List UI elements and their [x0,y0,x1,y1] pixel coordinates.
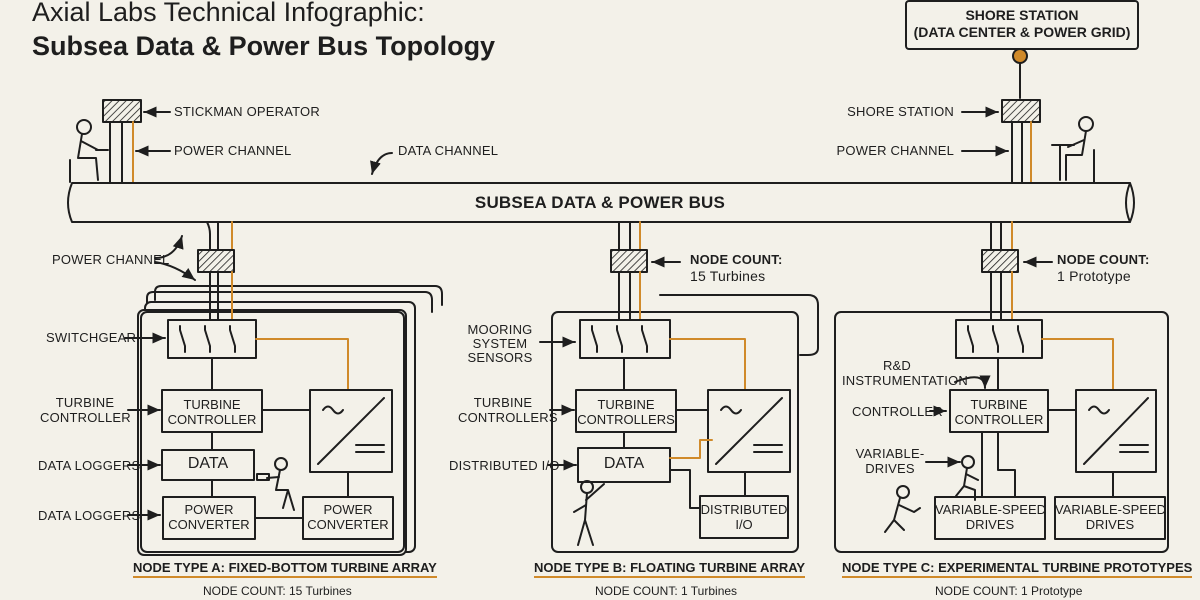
connector-icon [610,249,648,273]
stickman-operator-icon [69,119,109,183]
connector-icon [102,99,142,123]
label-power-channel-left: POWER CHANNEL [174,143,292,158]
node-b-label-mooring: MOORING [467,322,533,337]
node-c-box-controller: CONTROLLER [954,412,1044,427]
node-a-power-converter-1 [162,496,256,540]
node-b-box-dist-2: I/O [735,517,753,532]
node-a-box-controller: CONTROLLER [167,412,257,427]
node-b-count: NODE COUNT: 1 Turbines [595,584,738,598]
node-c-vsd-box-1 [934,496,1046,540]
worker-icon [573,480,605,546]
node-c-label-controller: CONTROLLER [852,404,943,419]
node-b-box-data: DATA [603,455,645,472]
node-c-caption: NODE TYPE C: EXPERIMENTAL TURBINE PROTOT… [842,560,1193,578]
node-a-box-pc1b: CONVERTER [168,517,250,532]
connector-icon [1001,99,1041,123]
node-a-count: NODE COUNT: 15 Turbines [203,584,352,598]
node-a-box-data: DATA [187,455,229,472]
node-b-label-sensors: SENSORS [467,350,533,365]
label-power-channel-right: POWER CHANNEL [836,143,954,158]
node-a-box-pc2a: POWER [323,502,373,517]
node-b-distributed-io-box [699,495,789,539]
node-b-turbine-controllers-box [575,389,677,433]
node-a-frame [140,311,405,553]
node-a-turbine-controller-box [161,389,263,433]
node-a-power-converter-2 [302,496,394,540]
node-a-label-data-loggers-2: DATA LOGGERS [38,508,141,523]
node-a-box-pc1a: POWER [184,502,234,517]
node-c-box-vsd1-line1: VARIABLE-SPEED [935,502,1047,517]
worker-icon [955,455,979,501]
node-b-label-distributed-io: DISTRIBUTED I/O [449,458,560,473]
node-a-caption: NODE TYPE A: FIXED-BOTTOM TURBINE ARRAY [133,560,437,578]
connector-icon [197,249,235,273]
shore-station-box-line2: (DATA CENTER & POWER GRID) [913,24,1131,40]
node-c-box-turbine: TURBINE [970,397,1028,412]
node-a-label-controller: CONTROLLER [40,410,131,425]
node-b-count-value: 15 Turbines [690,268,766,284]
node-a-box-turbine: TURBINE [183,397,241,412]
node-c-box-vsd2-line1: VARIABLE-SPEED [1055,502,1167,517]
node-c-box-vsd1-line2: DRIVES [965,517,1015,532]
stickman-operator-icon [1051,116,1095,183]
node-c-count-head: NODE COUNT: [1057,252,1150,267]
shore-connection-dot [1012,48,1028,64]
worker-icon [884,485,921,533]
node-c-vsd-box-2 [1054,496,1166,540]
node-b-label-controllers: CONTROLLERS [458,410,558,425]
switchgear-icon [167,319,257,359]
node-a-label-turbine: TURBINE [55,395,115,410]
bus-label: SUBSEA DATA & POWER BUS [474,193,726,212]
page-title-line2: Subsea Data & Power Bus Topology [32,31,496,61]
shore-station-box-line1: SHORE STATION [965,7,1079,23]
node-a-label-switchgear: SWITCHGEAR [46,330,137,345]
node-c-label-instrumentation: INSTRUMENTATION [842,373,969,388]
node-c-count: NODE COUNT: 1 Prototype [935,584,1083,598]
node-b-label-system: SYSTEM [472,336,528,351]
node-a-label-power-channel: POWER CHANNEL [52,252,170,267]
label-data-channel: DATA CHANNEL [398,143,499,158]
node-c-box-vsd2-line2: DRIVES [1085,517,1135,532]
node-b-caption: NODE TYPE B: FLOATING TURBINE ARRAY [534,560,806,578]
node-a-label-data-loggers-1: DATA LOGGERS [38,458,141,473]
label-stickman-operator: STICKMAN OPERATOR [174,104,320,119]
node-a-box-pc2b: CONVERTER [307,517,389,532]
node-b-data-box [577,447,671,483]
node-c-label-variable: VARIABLE- [855,446,925,461]
page-title-line1: Axial Labs Technical Infographic: [32,0,425,27]
node-b-count-head: NODE COUNT: [690,252,783,267]
node-b-box-dist-1: DISTRIBUTED [700,502,788,517]
node-b-box-turbine: TURBINE [597,397,655,412]
node-c-label-rd: R&D [882,358,912,373]
connector-icon [981,249,1019,273]
node-b-box-controllers: CONTROLLERS [577,412,675,427]
node-a-data-box [161,449,255,481]
label-shore-station: SHORE STATION [847,104,954,119]
node-b-label-turbine: TURBINE [473,395,533,410]
node-c-label-drives: DRIVES [865,461,915,476]
node-c-count-value: 1 Prototype [1057,268,1131,284]
switchgear-icon [579,319,671,359]
worker-icon [256,457,295,511]
